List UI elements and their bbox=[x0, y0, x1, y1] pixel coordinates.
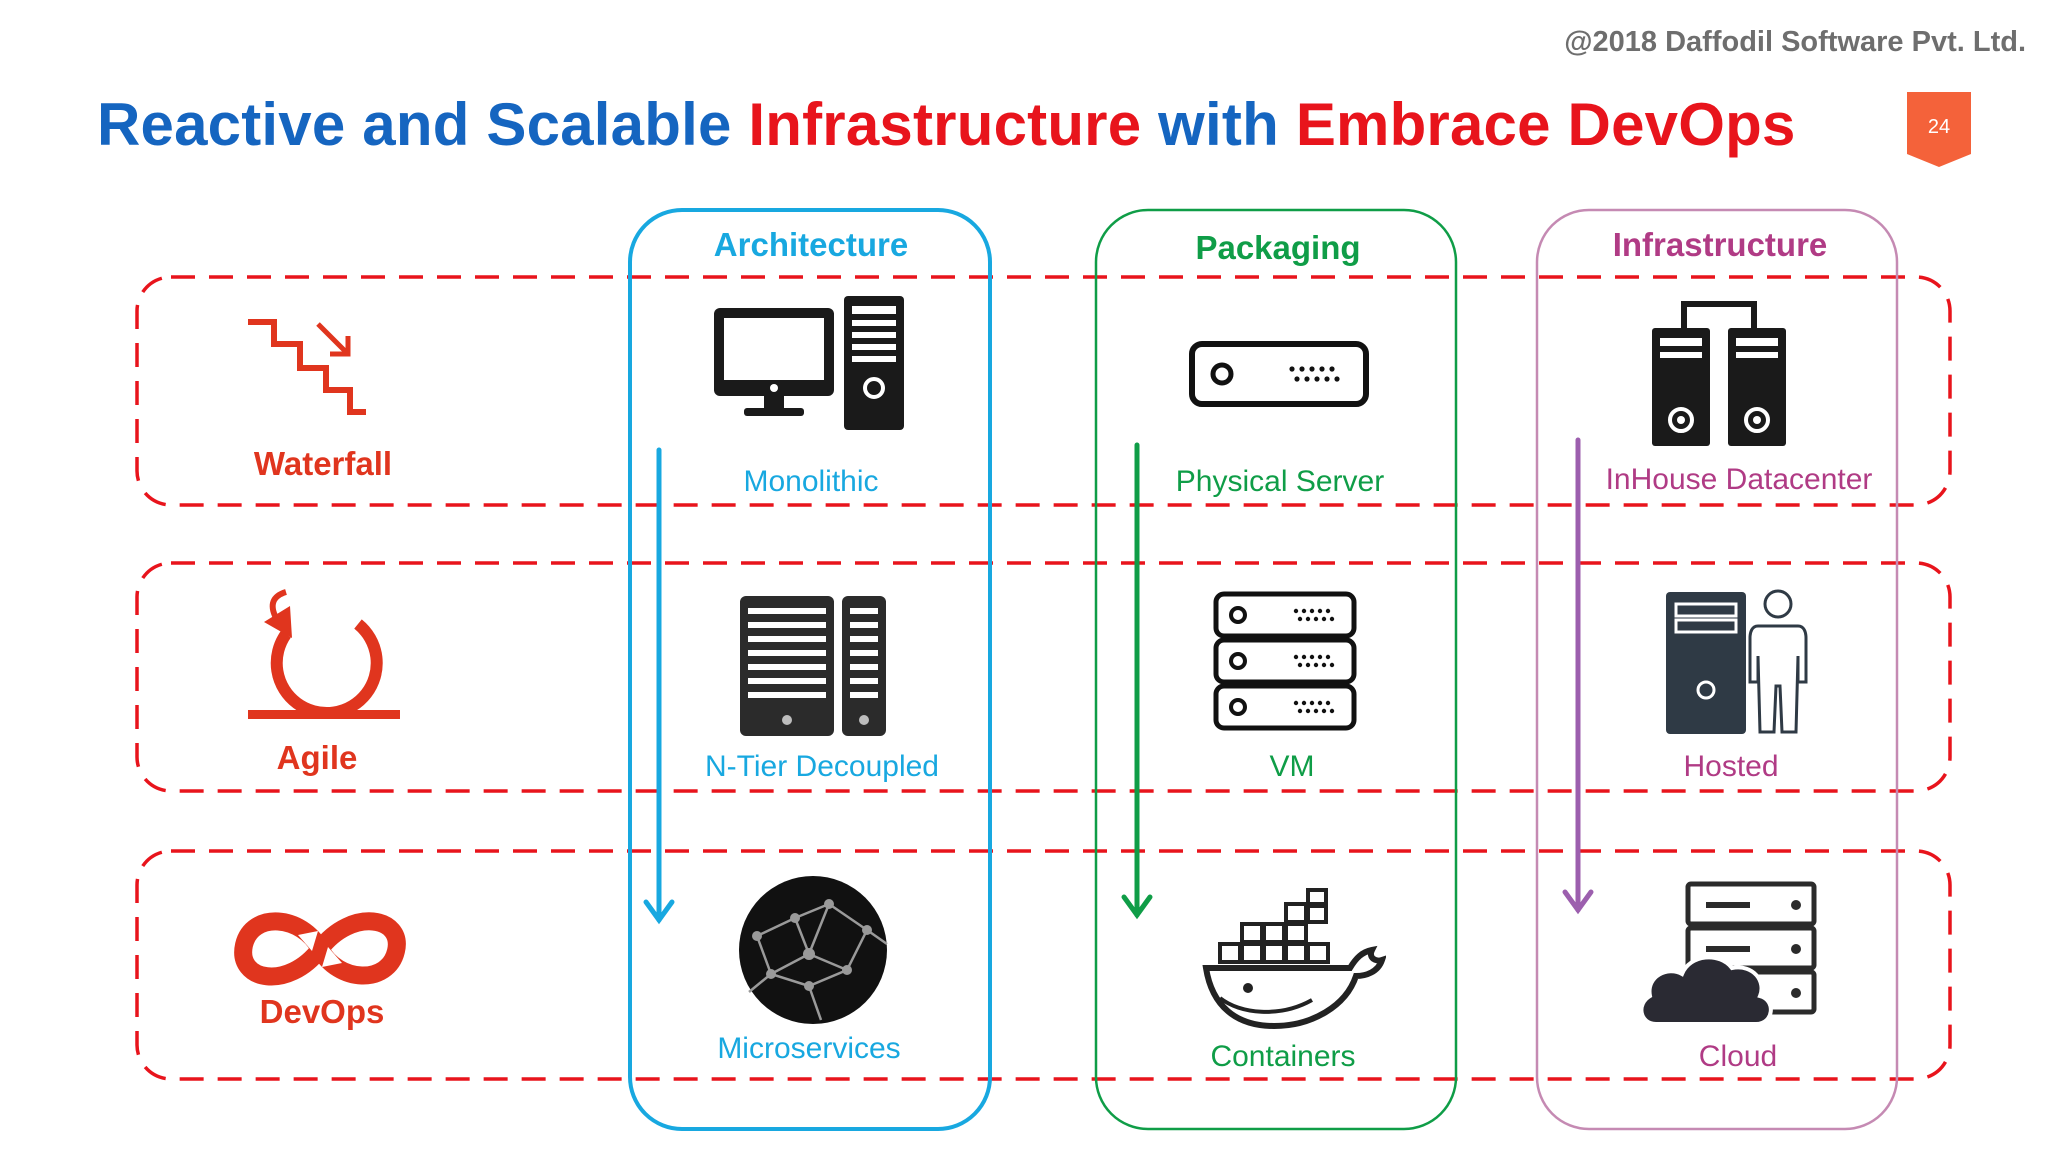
row-label-agile: Agile bbox=[276, 739, 358, 776]
item-label-monolithic: Monolithic bbox=[743, 465, 879, 498]
column-frame-architecture bbox=[628, 208, 992, 1131]
server-towers-icon bbox=[740, 596, 886, 736]
item-label-physical-server: Physical Server bbox=[1175, 465, 1385, 498]
slide-title: Reactive and Scalable Infrastructure wit… bbox=[97, 90, 1796, 159]
item-label-cloud: Cloud bbox=[1698, 1040, 1778, 1073]
column-frame-infrastructure bbox=[1535, 208, 1899, 1131]
badge-shape bbox=[1907, 92, 1971, 167]
page-number-badge: 24 bbox=[1907, 92, 1971, 167]
arrow-infrastructure bbox=[1562, 437, 1594, 915]
devops-infinity-icon bbox=[234, 912, 406, 986]
item-label-hosted: Hosted bbox=[1683, 750, 1779, 783]
column-heading-packaging: Packaging bbox=[1195, 229, 1361, 266]
item-label-inhouse-datacenter: InHouse Datacenter bbox=[1605, 463, 1873, 496]
column-heading-architecture: Architecture bbox=[713, 226, 909, 263]
item-label-microservices: Microservices bbox=[717, 1032, 901, 1065]
column-heading-infrastructure: Infrastructure bbox=[1612, 226, 1828, 263]
datacenter-servers-icon bbox=[1652, 301, 1786, 446]
row-frame-agile bbox=[135, 561, 1952, 793]
cloud-server-icon bbox=[1639, 881, 1817, 1026]
column-frame-packaging bbox=[1094, 208, 1458, 1131]
hosted-server-person-icon bbox=[1666, 589, 1808, 734]
waterfall-stairs-icon bbox=[248, 319, 366, 415]
item-label-vm: VM bbox=[1269, 750, 1315, 783]
arrow-packaging bbox=[1121, 442, 1153, 920]
title-part-4: Embrace DevOps bbox=[1295, 91, 1796, 158]
network-globe-icon bbox=[739, 876, 888, 1024]
item-label-n-tier-decoupled: N-Tier Decoupled bbox=[705, 750, 939, 783]
title-part-3: with bbox=[1141, 91, 1296, 158]
page-number: 24 bbox=[1927, 116, 1951, 138]
rack-server-icon bbox=[1189, 341, 1369, 407]
row-frame-devops bbox=[135, 849, 1952, 1081]
row-frame-waterfall bbox=[135, 275, 1952, 507]
row-label-devops: DevOps bbox=[259, 993, 385, 1030]
title-part-1: Reactive and Scalable bbox=[97, 91, 749, 158]
desktop-computer-icon bbox=[714, 296, 904, 430]
arrow-architecture bbox=[643, 447, 675, 925]
title-part-2: Infrastructure bbox=[748, 91, 1142, 158]
item-label-containers: Containers bbox=[1210, 1040, 1356, 1073]
docker-whale-icon bbox=[1202, 888, 1386, 1030]
server-stack-icon bbox=[1213, 591, 1357, 731]
row-label-waterfall: Waterfall bbox=[253, 445, 393, 482]
agile-cycle-icon bbox=[248, 589, 400, 719]
copyright-notice: @2018 Daffodil Software Pvt. Ltd. bbox=[1564, 26, 2026, 58]
